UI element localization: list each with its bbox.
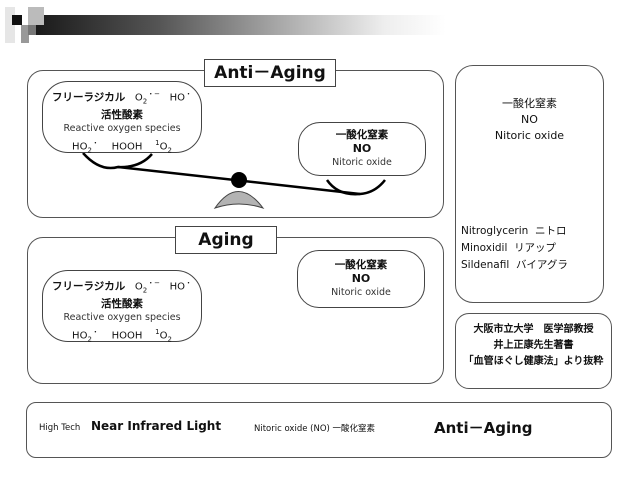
anti-aging-seesaw: [82, 152, 386, 209]
no-drugs-panel: [455, 65, 604, 303]
anti-aging-fulcrum: [213, 191, 265, 209]
header-deco-square: [5, 7, 15, 43]
drug-list: Nitroglycerin ニトロ Minoxidil リアップ Sildena…: [461, 223, 601, 274]
hydrogen-peroxide-formula: HOOH: [111, 141, 143, 153]
drug-name: Minoxidil: [461, 242, 508, 254]
hydrogen-peroxide-formula: HOOH: [111, 330, 143, 342]
flow-panel: [26, 402, 612, 458]
superoxide-formula: O: [134, 281, 143, 293]
source-line-book: 「血管ほぐし健康法」より抜粋: [463, 356, 604, 367]
anti-aging-ros-bubble: フリーラジカル O2・− HO・ 活性酸素 Reactive oxygen sp…: [42, 81, 202, 155]
anti-aging-pivot: [231, 172, 247, 188]
near-infrared-label: Near Infrared Light: [91, 419, 222, 433]
ros-line1: フリーラジカル O2・− HO・: [43, 276, 201, 297]
subscript: 2: [167, 335, 172, 344]
drug-jp-name: ニトロ: [535, 225, 567, 237]
ros-english-label: Reactive oxygen species: [63, 312, 181, 324]
drug-jp-name: バイアグラ: [515, 259, 568, 271]
nitric-oxide-formula: NO: [521, 113, 538, 126]
anti-aging-flow-label: Anti－Aging: [434, 419, 533, 437]
aging-no-bubble: 一酸化窒素 NO Nitoric oxide: [297, 250, 425, 308]
header-gradient-bar: [36, 15, 446, 35]
free-radical-label: フリーラジカル: [52, 280, 126, 293]
superscript: ・: [185, 90, 192, 98]
nitric-oxide-jp: 一酸化窒素: [334, 259, 388, 271]
ros-line4: HO2・ HOOH 1O2: [43, 136, 201, 157]
free-radical-label: フリーラジカル: [52, 91, 126, 104]
header-deco-square: [21, 25, 29, 43]
active-oxygen-label: 活性酸素: [101, 109, 143, 122]
source-line-author: 井上正康先生著書: [493, 340, 574, 351]
drug-name: Nitroglycerin: [461, 225, 529, 237]
drug-jp-name: リアップ: [514, 242, 557, 254]
source-line-university: 大阪市立大学 医学部教授: [473, 324, 594, 335]
drug-item: Minoxidil リアップ: [461, 240, 601, 257]
hydroxyl-formula: HO: [169, 92, 185, 104]
hydroperoxyl-formula: HO: [72, 141, 88, 153]
subscript: 2: [142, 286, 148, 295]
aging-title: Aging: [175, 226, 277, 254]
nitoric-oxide-flow-label: Nitoric oxide (NO) 一酸化窒素: [254, 424, 376, 434]
source-panel: [455, 313, 612, 389]
superoxide-formula: O: [134, 92, 143, 104]
superscript: ・: [185, 279, 192, 287]
ros-line1: フリーラジカル O2・− HO・: [43, 87, 201, 108]
hydroperoxyl-formula: HO: [72, 330, 88, 342]
drug-item: Nitroglycerin ニトロ: [461, 223, 601, 240]
superscript: ・−: [147, 90, 161, 98]
nitric-oxide-jp: 一酸化窒素: [335, 129, 389, 141]
nitric-oxide-formula: NO: [351, 272, 371, 285]
drug-item: Sildenafil バイアグラ: [461, 257, 601, 274]
header-deco-square: [28, 25, 36, 35]
header-deco-square: [12, 15, 22, 25]
header-deco-square: [28, 7, 44, 25]
singlet-oxygen-formula: O: [159, 141, 168, 153]
superscript: 1: [155, 328, 160, 337]
subscript: 2: [87, 335, 92, 344]
anti-aging-no-bubble: 一酸化窒素 NO Nitoric oxide: [298, 122, 426, 176]
superscript: ・−: [147, 279, 161, 287]
nitric-oxide-en: Nitoric oxide: [494, 129, 565, 142]
source-text: 大阪市立大学 医学部教授 井上正康先生著書 「血管ほぐし健康法」より抜粋: [455, 322, 612, 370]
aging-ros-bubble: フリーラジカル O2・− HO・ 活性酸素 Reactive oxygen sp…: [42, 270, 202, 344]
anti-aging-title: Anti－Aging: [204, 59, 336, 87]
singlet-oxygen-formula: O: [159, 330, 168, 342]
nitric-oxide-formula: NO: [352, 142, 372, 155]
superscript: 1: [155, 139, 160, 148]
active-oxygen-label: 活性酸素: [101, 298, 143, 311]
superscript: ・: [91, 139, 99, 148]
hydroxyl-formula: HO: [169, 281, 185, 293]
high-tech-label: High Tech: [39, 423, 81, 433]
superscript: ・: [91, 328, 99, 337]
no-panel-heading: 一酸化窒素 NO Nitoric oxide: [455, 96, 604, 144]
nitric-oxide-en: Nitoric oxide: [331, 287, 391, 298]
ros-english-label: Reactive oxygen species: [63, 123, 181, 135]
nitric-oxide-jp: 一酸化窒素: [502, 97, 557, 110]
anti-aging-right-cup: [325, 179, 386, 196]
nitric-oxide-en: Nitoric oxide: [332, 157, 392, 168]
subscript: 2: [87, 146, 92, 155]
subscript: 2: [167, 146, 172, 155]
ros-line4: HO2・ HOOH 1O2: [43, 325, 201, 346]
subscript: 2: [142, 97, 148, 106]
drug-name: Sildenafil: [461, 259, 510, 271]
anti-aging-left-cup: [82, 152, 153, 170]
